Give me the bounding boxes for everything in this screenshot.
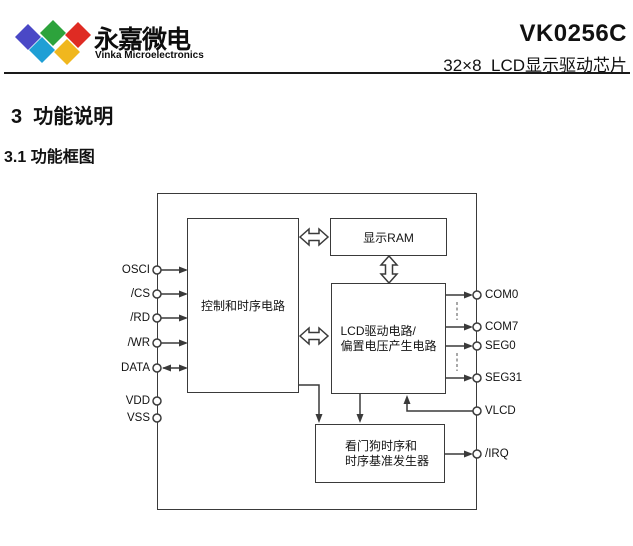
pin-label-vdd: VDD [125,395,150,407]
part-number: VK0256C [519,20,627,47]
title-block: VK0256C 32×8 LCD显示驱动芯片 [443,20,627,76]
control-timing-block: 控制和时序电路 [187,218,299,393]
display-ram-block: 显示RAM [330,218,447,256]
header-rule [4,72,630,74]
logo-diamond-cyan [29,37,55,63]
pin-label-osci: OSCI [121,264,150,276]
logo-diamond-blue [15,24,41,50]
lcd-block-label-line2: 偏置电压产生电路 [340,338,437,353]
pin-label-vss: VSS [126,412,150,424]
pin-label-cs: /CS [130,288,150,300]
diagram-outer-box [157,193,477,510]
company-logo-icon [15,20,91,65]
subsection-heading: 3.1 功能框图 [4,149,95,166]
pin-label-irq: /IRQ [485,448,509,460]
company-name-cn: 永嘉微电 [94,26,191,54]
pin-label-com7: COM7 [485,321,519,333]
logo-diamond-green [40,20,66,46]
logo-diamond-yellow [54,39,80,65]
pin-label-data: DATA [121,362,150,374]
watchdog-block-label-line1: 看门狗时序和 [344,438,417,453]
pin-label-com0: COM0 [485,289,519,301]
lcd-block-label-line1: LCD驱动电路/ [340,323,416,338]
pin-label-seg31: SEG31 [485,372,523,384]
pin-label-seg0: SEG0 [485,340,516,352]
logo-diamond-red [65,22,91,48]
watchdog-block-label-line2: 时序基准发生器 [344,453,429,468]
pin-label-wr: /WR [127,337,150,349]
section-heading: 3 功能说明 [11,106,114,128]
control-block-label: 控制和时序电路 [200,299,285,313]
ram-block-label: 显示RAM [363,230,414,245]
pin-label-rd: /RD [130,312,150,324]
company-name-en: Vinka Microelectronics [95,50,204,61]
lcd-driver-block: LCD驱动电路/ 偏置电压产生电路 [331,283,446,394]
watchdog-block: 看门狗时序和 时序基准发生器 [315,424,445,483]
chip-subtitle: 32×8 LCD显示驱动芯片 [443,56,627,75]
pin-label-vlcd: VLCD [485,405,516,417]
